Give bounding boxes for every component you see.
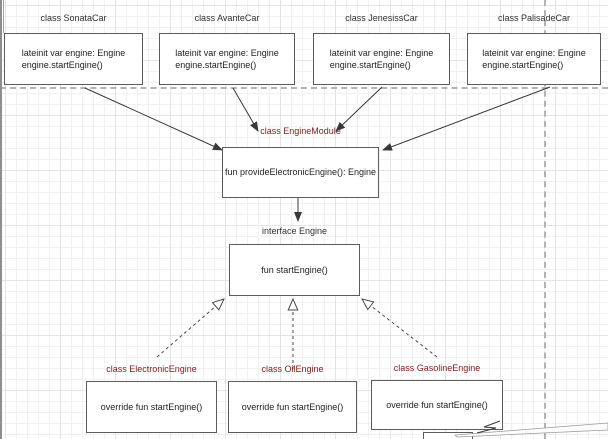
node-title-jenesisscar[interactable]: class JenesissCar — [345, 13, 418, 23]
node-gasolineengine[interactable]: override fun startEngine() — [371, 380, 503, 430]
page-left-border — [3, 0, 4, 33]
node-engine-interface[interactable]: fun startEngine() — [229, 244, 360, 296]
node-jenesisscar[interactable]: lateinit var engine: Engine engine.start… — [313, 33, 450, 85]
node-body: lateinit var engine: Engine engine.start… — [482, 47, 586, 70]
node-palisadecar[interactable]: lateinit var engine: Engine engine.start… — [467, 33, 601, 85]
page-boundary-vertical — [544, 0, 546, 439]
edge-sonata-to-module[interactable] — [84, 87, 223, 151]
partial-shape-bottom[interactable] — [423, 432, 473, 439]
edge-electronic-implements-engine[interactable] — [156, 299, 224, 358]
node-enginemodule[interactable]: fun provideElectronicEngine(): Engine — [222, 147, 379, 198]
node-title-oilengine[interactable]: class OilEngine — [261, 364, 324, 374]
node-sonatacar[interactable]: lateinit var engine: Engine engine.start… — [4, 33, 143, 85]
canvas-left-edge — [0, 0, 2, 439]
node-title-engine-interface[interactable]: interface Engine — [261, 226, 328, 236]
node-body: override fun startEngine() — [241, 401, 344, 412]
node-body: fun provideElectronicEngine(): Engine — [224, 167, 377, 178]
node-body: override fun startEngine() — [386, 399, 488, 410]
edge-avante-to-module[interactable] — [232, 87, 259, 132]
node-avantecar[interactable]: lateinit var engine: Engine engine.start… — [159, 33, 295, 85]
node-title-enginemodule[interactable]: class EngineModule — [260, 126, 341, 136]
node-body: lateinit var engine: Engine engine.start… — [175, 47, 279, 70]
node-title-avantecar[interactable]: class AvanteCar — [194, 13, 260, 23]
node-body: lateinit var engine: Engine engine.start… — [329, 47, 434, 70]
node-title-palisadecar[interactable]: class PalisadeCar — [497, 13, 571, 23]
node-body: override fun startEngine() — [100, 401, 203, 412]
node-body: lateinit var engine: Engine engine.start… — [21, 47, 126, 70]
node-electronicengine[interactable]: override fun startEngine() — [86, 381, 217, 433]
edge-jenesiss-to-module[interactable] — [335, 86, 383, 132]
node-title-gasolineengine[interactable]: class GasolineEngine — [393, 363, 481, 373]
node-title-electronicengine[interactable]: class ElectronicEngine — [106, 364, 197, 374]
edge-gasoline-implements-engine[interactable] — [362, 299, 438, 358]
edge-palisade-to-module[interactable] — [382, 86, 551, 151]
node-body: fun startEngine() — [261, 264, 328, 275]
page-boundary-horizontal — [0, 87, 608, 89]
node-title-sonatacar[interactable]: class SonataCar — [40, 13, 107, 23]
node-oilengine[interactable]: override fun startEngine() — [228, 381, 357, 433]
